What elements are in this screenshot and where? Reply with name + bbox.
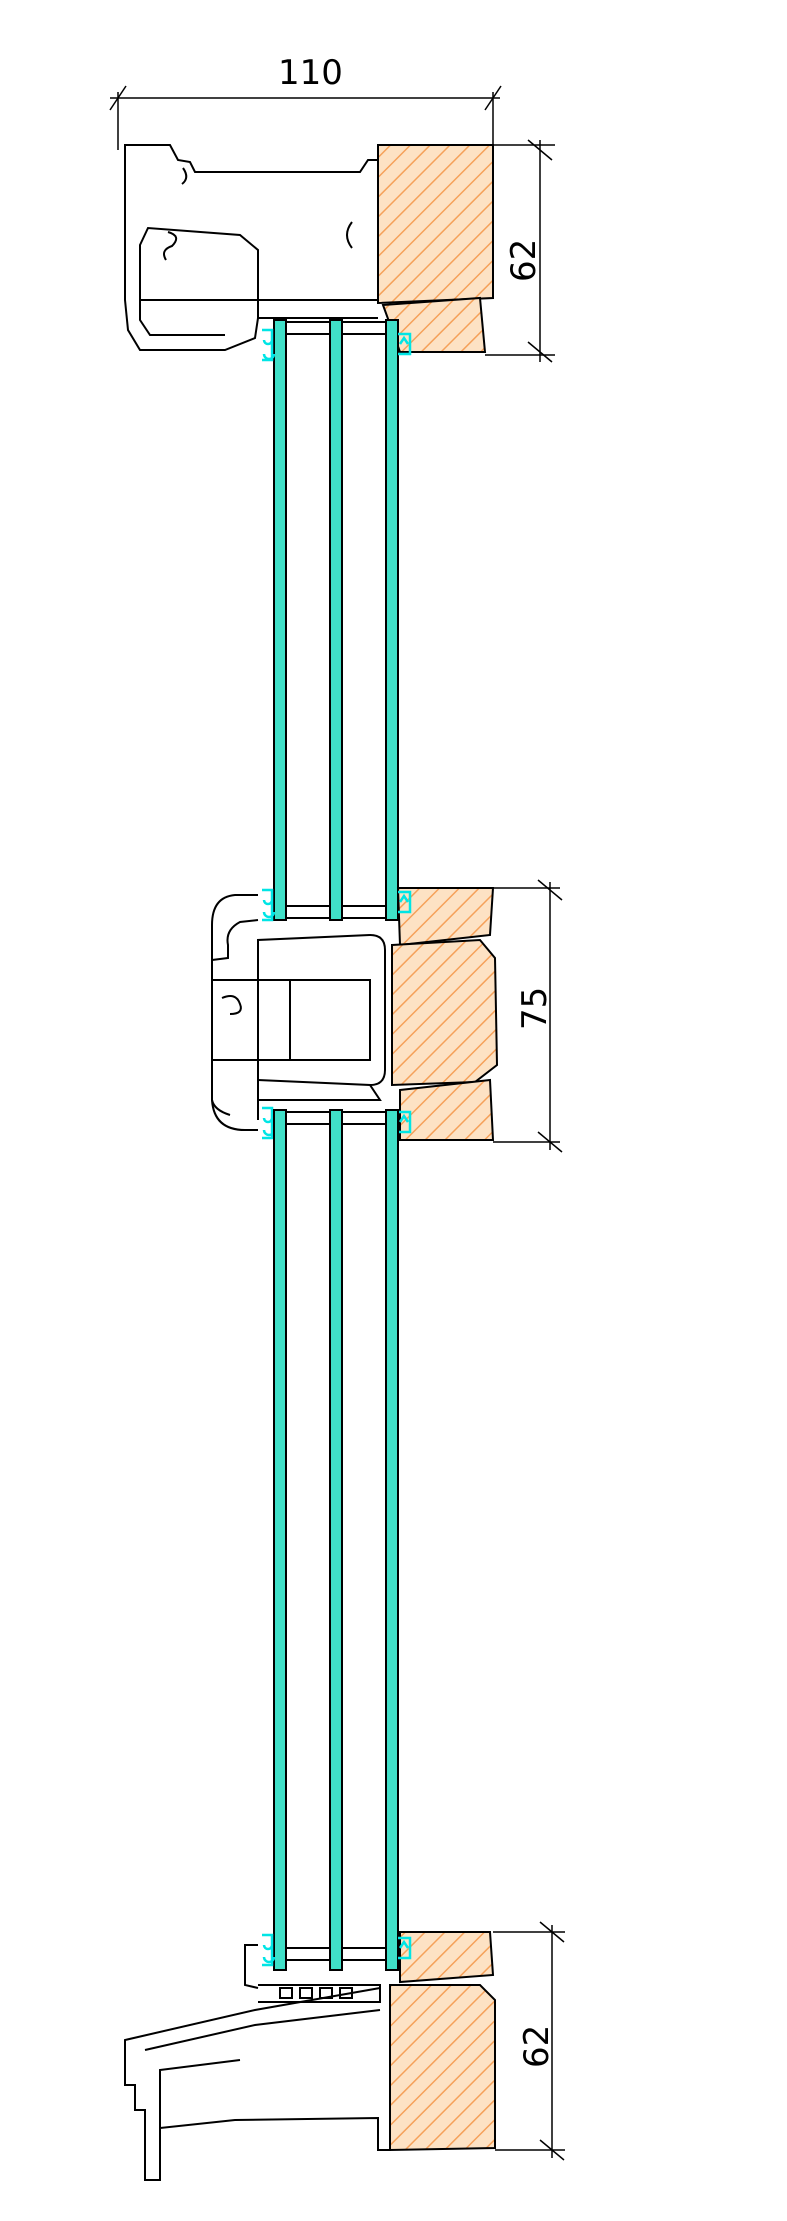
gasket-top-right [398, 332, 412, 356]
dimension-62-bottom-label: 62 [517, 2025, 557, 2068]
dimension-62-top-label: 62 [504, 239, 544, 282]
head-timber-cover [377, 144, 494, 353]
transom-profile [211, 894, 386, 1131]
sill-timber-cover [389, 1931, 496, 2152]
dimension-75-label: 75 [515, 987, 555, 1030]
sill-frame-profile [124, 1944, 391, 2181]
dimension-110: 110 [109, 53, 502, 150]
lower-pane-outer [273, 1109, 287, 1971]
sill-gaskets [262, 1933, 412, 1967]
gasket-top-left [262, 328, 276, 362]
dimension-75: 75 [493, 879, 563, 1153]
dimension-110-label: 110 [278, 53, 343, 93]
dimension-62-bottom: 62 [493, 1921, 565, 2161]
dimension-62-top: 62 [485, 139, 555, 363]
upper-pane-outer [273, 319, 287, 921]
transom-timber-cover [391, 887, 499, 1141]
transom-gaskets [262, 888, 412, 1140]
lower-pane-middle [329, 1109, 343, 1971]
upper-pane-middle [329, 319, 343, 921]
lower-pane-inner [385, 1109, 399, 1971]
lower-glazing-unit [273, 1109, 399, 1971]
upper-pane-inner [385, 319, 399, 921]
upper-glazing-unit [262, 319, 412, 921]
